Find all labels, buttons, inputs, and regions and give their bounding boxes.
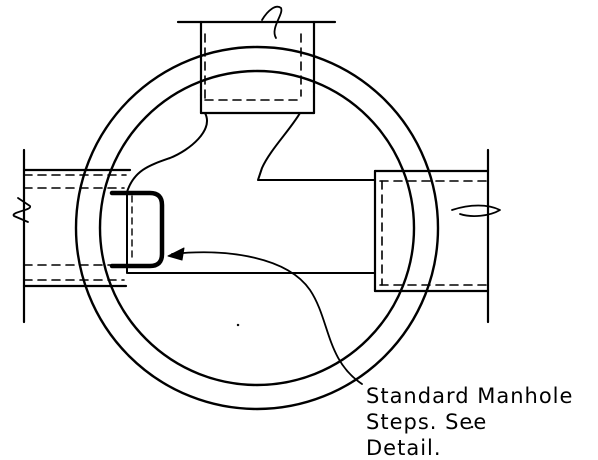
left-inlet-pipe: [12, 148, 132, 324]
stray-dot: [470, 425, 474, 429]
manhole-outer-wall: [74, 45, 440, 411]
callout-line-3: Detail.: [366, 436, 442, 460]
callout-line-1: Standard Manhole: [366, 384, 573, 408]
manhole-inner-wall: [98, 69, 416, 387]
channel-bench-lines: [126, 112, 376, 274]
callout-line-2: Steps. See: [366, 410, 487, 434]
top-inlet-pipe: [176, 5, 337, 115]
manhole-steps-symbol: [109, 190, 165, 269]
stray-dot: [236, 323, 240, 327]
callout-leader: [167, 247, 363, 385]
right-outlet-pipe: [373, 148, 501, 324]
callout-note: Standard Manhole Steps. See Detail.: [366, 384, 573, 460]
